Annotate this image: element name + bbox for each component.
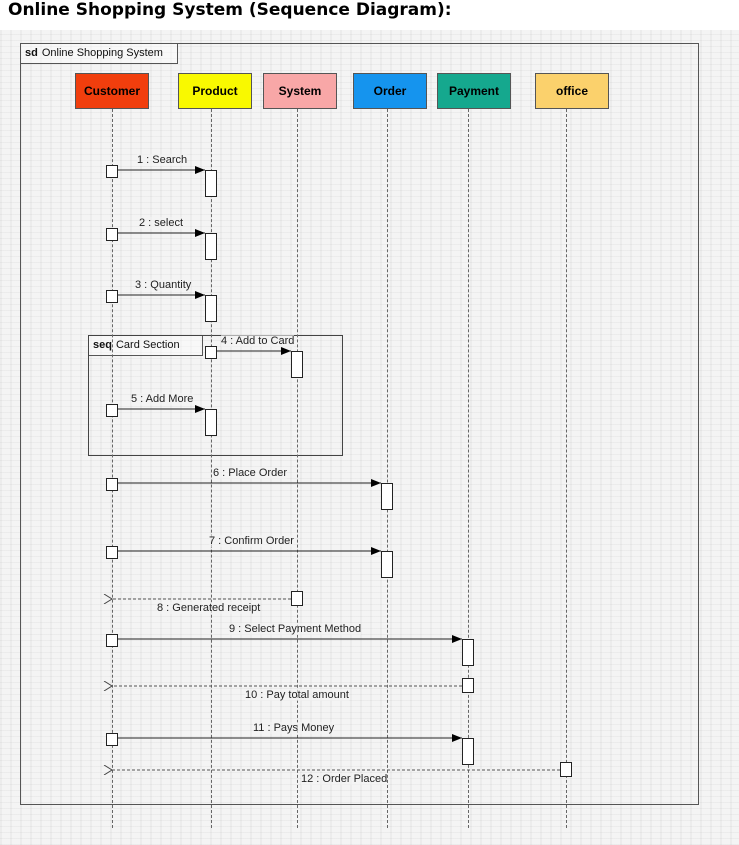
lifeline-customer bbox=[112, 109, 113, 828]
activation-7-receiver bbox=[381, 551, 393, 578]
activation-3-sender bbox=[106, 290, 118, 303]
activation-5-receiver bbox=[205, 409, 217, 436]
seq-fragment-name: Card Section bbox=[115, 339, 180, 351]
activation-8-sender bbox=[291, 591, 303, 606]
activation-1-receiver bbox=[205, 170, 217, 197]
message-label-4: 4 : Add to Card bbox=[221, 335, 295, 347]
sd-frame-name: Online Shopping System bbox=[41, 47, 163, 59]
message-arrows bbox=[0, 166, 560, 845]
activation-5-sender bbox=[106, 404, 118, 417]
sd-frame-keyword: sd bbox=[25, 47, 38, 59]
lifeline-office bbox=[566, 109, 567, 828]
message-label-9: 9 : Select Payment Method bbox=[229, 623, 362, 635]
activation-10-sender bbox=[462, 678, 474, 693]
message-label-10: 10 : Pay total amount bbox=[245, 689, 349, 701]
activation-3-receiver bbox=[205, 295, 217, 322]
activation-2-receiver bbox=[205, 233, 217, 260]
message-label-8: 8 : Generated receipt bbox=[157, 602, 261, 614]
lifeline-system bbox=[297, 109, 298, 828]
activation-7-sender bbox=[106, 546, 118, 559]
activation-1-sender bbox=[106, 165, 118, 178]
message-label-7: 7 : Confirm Order bbox=[209, 535, 294, 547]
activation-6-receiver bbox=[381, 483, 393, 510]
activation-4-sender bbox=[205, 346, 217, 359]
lifeline-product bbox=[211, 109, 212, 828]
lifeline-head-customer: Customer bbox=[75, 73, 149, 109]
message-label-1: 1 : Search bbox=[137, 154, 188, 166]
message-label-6: 6 : Place Order bbox=[213, 467, 287, 479]
lifeline-head-order: Order bbox=[353, 73, 427, 109]
lifeline-head-office: office bbox=[535, 73, 609, 109]
lifeline-head-product: Product bbox=[178, 73, 252, 109]
activation-2-sender bbox=[106, 228, 118, 241]
activation-9-receiver bbox=[462, 639, 474, 666]
activation-4-receiver bbox=[291, 351, 303, 378]
message-label-12: 12 : Order Placed bbox=[301, 773, 388, 785]
lifeline-head-payment: Payment bbox=[437, 73, 511, 109]
message-label-11: 11 : Pays Money bbox=[253, 722, 335, 734]
lifeline-order bbox=[387, 109, 388, 828]
activation-6-sender bbox=[106, 478, 118, 491]
message-label-5: 5 : Add More bbox=[131, 393, 194, 405]
activation-12-sender bbox=[560, 762, 572, 777]
activation-11-receiver bbox=[462, 738, 474, 765]
seq-fragment-keyword: seq bbox=[93, 339, 112, 351]
page-title: Online Shopping System (Sequence Diagram… bbox=[8, 0, 452, 20]
lifeline-payment bbox=[468, 109, 469, 828]
activation-11-sender bbox=[106, 733, 118, 746]
message-label-3: 3 : Quantity bbox=[135, 279, 192, 291]
message-label-2: 2 : select bbox=[139, 217, 184, 229]
lifeline-head-system: System bbox=[263, 73, 337, 109]
activation-9-sender bbox=[106, 634, 118, 647]
